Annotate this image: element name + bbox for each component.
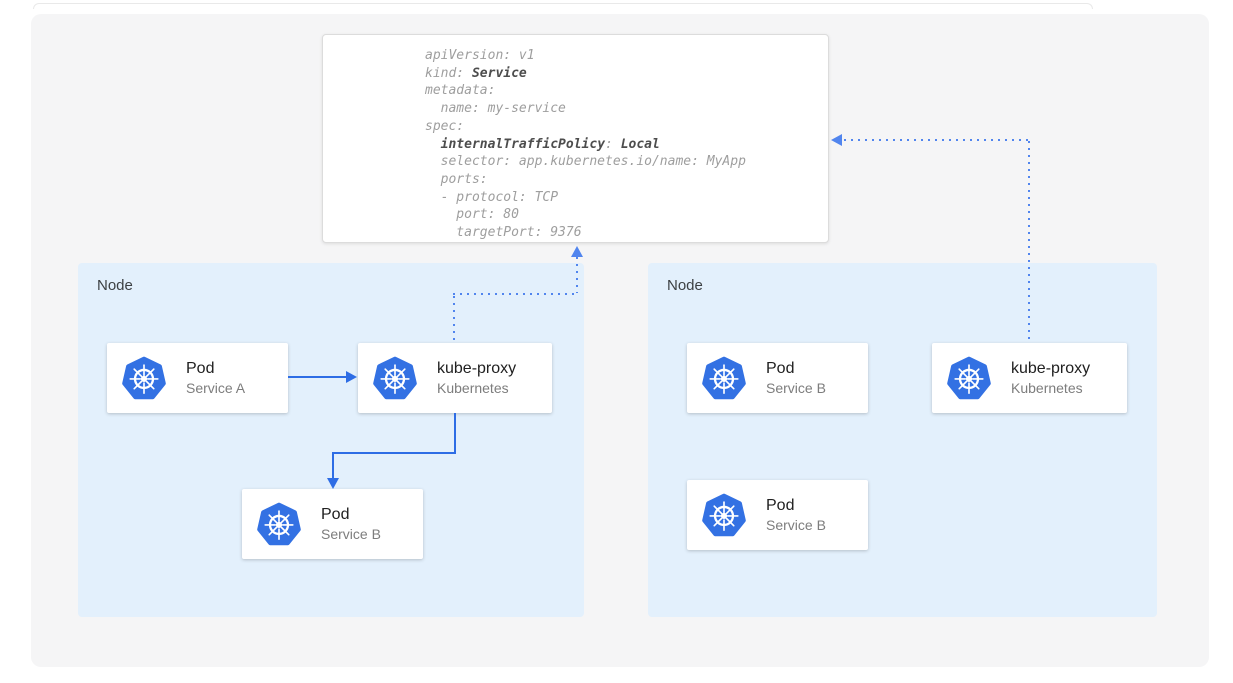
card-title: Pod: [766, 497, 795, 514]
pod-card-service-b-right-bottom: Pod Service B: [687, 480, 868, 550]
card-subtitle: Kubernetes: [1011, 380, 1083, 396]
top-border-line: [33, 3, 1093, 9]
yaml-code-line: name: my-service: [425, 101, 566, 117]
kubernetes-icon: [372, 355, 418, 401]
kubernetes-icon: [701, 492, 747, 538]
pod-card-service-a: Pod Service A: [107, 343, 288, 413]
node-box-left: Node: [78, 263, 584, 617]
kubernetes-icon: [121, 355, 167, 401]
yaml-code-line: selector: app.kubernetes.io/name: MyApp: [425, 154, 746, 170]
kube-proxy-card-left: kube-proxy Kubernetes: [358, 343, 552, 413]
kubernetes-icon: [701, 355, 747, 401]
yaml-code-block: apiVersion: v1 kind: Service metadata: nam…: [425, 47, 828, 242]
kubernetes-icon: [946, 355, 992, 401]
card-subtitle: Kubernetes: [437, 380, 509, 396]
pod-card-service-b-right-top: Pod Service B: [687, 343, 868, 413]
card-title: Pod: [766, 360, 795, 377]
card-title: kube-proxy: [1011, 360, 1091, 377]
yaml-code-line: spec:: [425, 118, 465, 134]
node-label: Node: [97, 277, 133, 294]
yaml-code-line: kind: Service: [425, 65, 527, 81]
service-yaml-box: apiVersion: v1 kind: Service metadata: nam…: [322, 34, 829, 243]
card-title: Pod: [186, 360, 215, 377]
node-label: Node: [667, 277, 703, 294]
kube-proxy-card-right: kube-proxy Kubernetes: [932, 343, 1127, 413]
card-title: Pod: [321, 506, 350, 523]
yaml-code-line: apiVersion: v1: [425, 48, 535, 63]
yaml-code-line: port: 80: [425, 207, 519, 223]
pod-card-service-b-left: Pod Service B: [242, 489, 423, 559]
node-box-right: Node: [648, 263, 1157, 617]
yaml-code-line: - protocol: TCP: [425, 189, 559, 205]
yaml-code-line: ports:: [425, 171, 488, 187]
card-subtitle: Service A: [186, 380, 246, 396]
card-subtitle: Service B: [766, 517, 826, 533]
card-subtitle: Service B: [766, 380, 826, 396]
yaml-code-line: targetPort: 9376: [425, 225, 582, 241]
yaml-code-line: internalTrafficPolicy: Local: [440, 136, 660, 152]
kubernetes-icon: [256, 501, 302, 547]
card-subtitle: Service B: [321, 526, 381, 542]
yaml-code-line: metadata:: [425, 83, 496, 99]
card-title: kube-proxy: [437, 360, 517, 377]
